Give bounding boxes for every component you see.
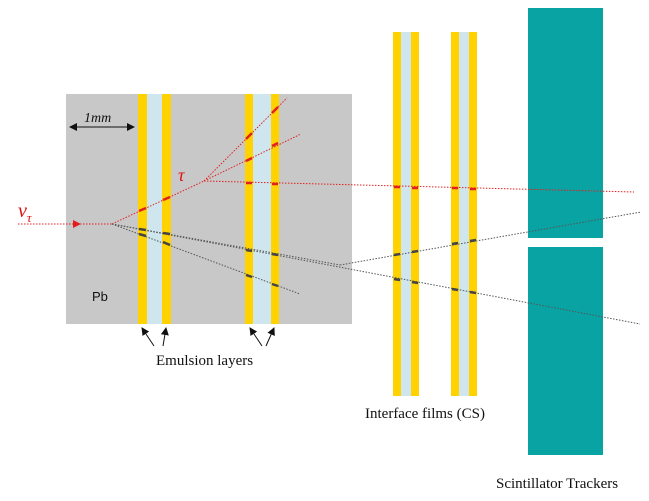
hadron-track-3 — [111, 223, 641, 325]
hadron-hit-marks — [138, 227, 477, 295]
lead-block — [66, 94, 352, 324]
scintillator-tracker-lower — [528, 247, 603, 455]
emulsion-pointer-arrows — [141, 327, 275, 347]
interface-film-2 — [451, 32, 477, 396]
lead-label: Pb — [92, 289, 108, 304]
emulsion-layers-label: Emulsion layers — [156, 353, 253, 369]
tau-daughter-track-3 — [203, 180, 635, 193]
interface-films-label: Interface films (CS) — [365, 406, 485, 422]
emulsion-sheet-2 — [245, 94, 279, 324]
scintillator-trackers-label: Scintillator Trackers — [496, 476, 618, 492]
scintillator-tracker-upper — [528, 8, 603, 238]
interface-film-1 — [393, 32, 419, 396]
scale-bar-label: 1mm — [84, 111, 111, 126]
tau-track — [111, 180, 205, 225]
neutrino-label: ντ — [18, 200, 33, 225]
tau-label: τ — [178, 165, 185, 185]
tau-hit-marks — [138, 106, 476, 213]
hadron-track-1 — [111, 223, 341, 266]
